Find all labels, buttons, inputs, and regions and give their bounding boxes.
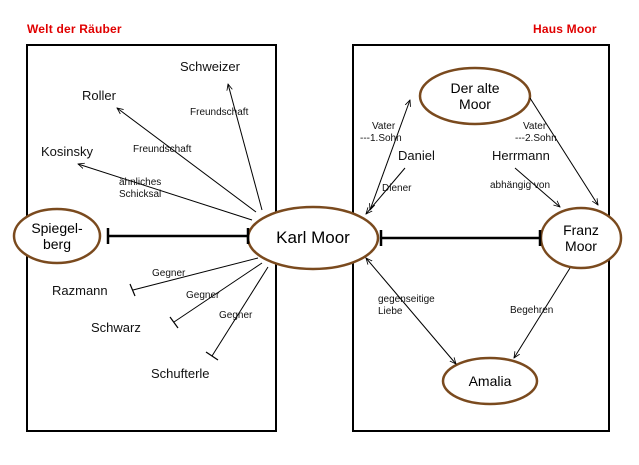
relation-freundschaft-roller: Freundschaft xyxy=(133,144,192,155)
relation-vater-sohn2-line2: ---2.Sohn xyxy=(515,132,557,144)
relation-liebe-line2: Liebe xyxy=(378,305,403,317)
relation-liebe-line1: gegenseitige xyxy=(378,294,435,305)
right-section-title: Haus Moor xyxy=(533,22,597,36)
link-kosinsky xyxy=(78,164,253,221)
relation-gegner-razmann: Gegner xyxy=(152,268,186,279)
relation-vater-sohn1: Vater ---1.Sohn xyxy=(360,121,402,144)
franz-moor-label-line2: Moor xyxy=(565,238,597,254)
schwarz-stop xyxy=(169,316,179,329)
relation-schicksal-line2: Schicksal xyxy=(119,188,162,200)
link-schwarz xyxy=(173,262,263,323)
relation-schicksal-line1: ähnliches xyxy=(119,177,162,188)
person-razmann: Razmann xyxy=(52,283,108,298)
person-herrmann: Herrmann xyxy=(492,148,550,163)
spiegelberg-label: Spiegel- berg xyxy=(14,214,100,258)
relation-diener: Diener xyxy=(382,183,412,194)
alter-moor-label: Der alte Moor xyxy=(420,74,530,118)
alter-moor-label-line1: Der alte xyxy=(450,79,500,96)
link-schufterle xyxy=(211,266,269,357)
left-section-title: Welt der Räuber xyxy=(27,22,122,36)
link-razmann xyxy=(132,257,259,291)
relation-abhaengig: abhängig von xyxy=(490,180,551,191)
relation-vater-sohn1-line1: Vater xyxy=(372,121,396,132)
link-roller xyxy=(117,108,257,213)
spiegelberg-label-line1: Spiegel- xyxy=(31,219,83,236)
franz-moor-label-line1: Franz xyxy=(563,221,599,238)
relation-vater-sohn2-line1: Vater xyxy=(523,121,547,132)
amalia-label: Amalia xyxy=(468,372,512,389)
spiegelberg-label-line2: berg xyxy=(42,236,72,252)
link-vater-franz xyxy=(529,97,598,205)
alter-moor-label-line2: Moor xyxy=(459,96,491,112)
person-schweizer: Schweizer xyxy=(180,59,240,74)
schufterle-stop xyxy=(205,351,219,361)
person-daniel: Daniel xyxy=(398,148,435,163)
link-karl-amalia xyxy=(366,258,456,364)
relation-schicksal: ähnliches Schicksal xyxy=(119,177,161,200)
person-schwarz: Schwarz xyxy=(91,320,141,335)
relation-gegner-schwarz: Gegner xyxy=(186,290,220,301)
relation-begehren: Begehren xyxy=(510,305,554,316)
link-herrmann-franz xyxy=(514,167,560,207)
person-kosinsky: Kosinsky xyxy=(41,144,94,159)
relation-liebe: gegenseitige Liebe xyxy=(378,294,435,317)
link-franz-amalia xyxy=(514,267,571,358)
opposition-franz xyxy=(379,230,542,246)
person-schufterle: Schufterle xyxy=(151,366,210,381)
amalia-node xyxy=(441,356,539,406)
link-karl-vater xyxy=(370,100,410,210)
relation-freundschaft-schweizer: Freundschaft xyxy=(190,107,249,118)
alter-moor-node xyxy=(418,66,532,126)
link-schweizer xyxy=(228,84,263,211)
opposition-spiegelberg xyxy=(106,228,250,244)
karl-moor-label: Karl Moor xyxy=(276,228,350,248)
person-roller: Roller xyxy=(82,88,116,103)
link-daniel-karl xyxy=(366,167,406,214)
relation-gegner-schufterle: Gegner xyxy=(219,310,253,321)
razmann-stop xyxy=(129,283,136,297)
franz-moor-label: Franz Moor xyxy=(541,216,621,260)
relation-vater-sohn1-line2: ---1.Sohn xyxy=(360,132,402,144)
relation-vater-sohn2: Vater ---2.Sohn xyxy=(515,121,557,144)
spiegelberg-node xyxy=(12,207,102,265)
